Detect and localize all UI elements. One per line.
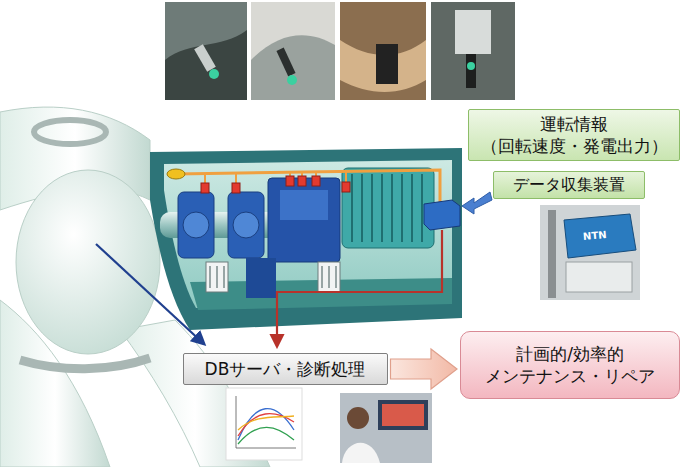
- device-box: データ収集装置: [493, 171, 645, 200]
- brand-mark: NTN: [583, 229, 607, 242]
- pointer-arrow: [462, 192, 492, 214]
- info-box: 運転情報 （回転速度・発電出力）: [468, 109, 680, 161]
- box-text: 計画的/効率的 メンテナンス・リペア: [469, 343, 671, 387]
- data-line: [277, 230, 442, 346]
- diagnosis-photo: [226, 388, 432, 463]
- box-text: 運転情報 （回転速度・発電出力）: [477, 113, 671, 157]
- result-box: 計画的/効率的 メンテナンス・リペア: [460, 331, 680, 399]
- flow-arrow: [391, 349, 458, 389]
- box-text: データ収集装置: [513, 175, 625, 196]
- nacelle: [150, 148, 462, 330]
- box-text: DBサーバ・診断処理: [205, 358, 366, 380]
- pointer-arrow: [96, 244, 204, 344]
- collector-photo: [540, 205, 640, 300]
- process-box: DBサーバ・診断処理: [183, 353, 388, 385]
- sensor-photo: [165, 2, 515, 100]
